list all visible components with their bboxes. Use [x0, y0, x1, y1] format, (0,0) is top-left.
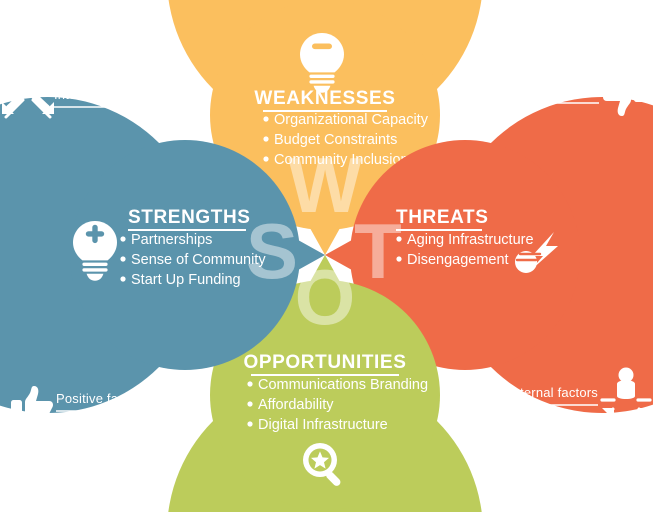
corner-label-text: Positive factors [56, 391, 148, 406]
bullet-dot [396, 256, 402, 262]
petal-item: Budget Constraints [274, 132, 397, 148]
petal-item: Affordability [258, 397, 334, 413]
connector-line-internal [54, 106, 198, 138]
petal-item: Digital Infrastructure [258, 417, 388, 433]
petal-item: Aging Infrastructure [407, 232, 534, 248]
lightbulb-minus-icon [300, 33, 344, 93]
center-letters: W T O S [246, 141, 402, 341]
connector-dot [442, 129, 450, 137]
corner-label-text: Internal factors [54, 87, 143, 102]
petal-item: Organizational Capacity [274, 112, 429, 128]
petal-items-opportunities: Communications Branding Affordability Di… [247, 377, 428, 433]
petal-item: Sense of Community [131, 252, 266, 268]
thumbs-down-icon [603, 80, 645, 116]
petal-item: Disengagement [407, 252, 509, 268]
petal-title-threats: THREATS [396, 207, 489, 228]
petal-opportunities[interactable]: OPPORTUNITIES Communications Branding Af… [167, 255, 483, 512]
center-letter-o: O [295, 253, 356, 341]
center-letter-w: W [288, 141, 362, 229]
connector-dot [193, 133, 201, 141]
bullet-dot [120, 256, 126, 262]
bullet-dot [247, 381, 253, 387]
bullet-dot [120, 276, 126, 282]
petal-threats[interactable]: THREATS Aging Infrastructure Disengageme… [325, 97, 653, 413]
bullet-dot [247, 421, 253, 427]
petal-strengths[interactable]: STRENGTHS Partnerships Sense of Communit… [0, 97, 325, 413]
corner-label-negative[interactable]: Negative factors [442, 80, 645, 137]
corner-label-external[interactable]: External factors [441, 367, 653, 424]
center-letter-t: T [354, 207, 402, 295]
connector-line-positive [56, 380, 200, 412]
magnifier-star-icon [303, 443, 341, 486]
petal-items-threats: Aging Infrastructure Disengagement [396, 232, 534, 268]
corner-label-text: External factors [504, 385, 598, 400]
petal-items-strengths: Partnerships Sense of Community Start Up… [120, 232, 266, 288]
connector-dot [441, 373, 449, 381]
bullet-dot [263, 156, 269, 162]
petal-title-weaknesses: WEAKNESSES [254, 88, 395, 109]
person-arrows-in-icon [598, 367, 653, 424]
thumbs-up-icon [11, 386, 53, 422]
petal-item: Community Inclusion [274, 152, 409, 168]
corner-label-positive[interactable]: Positive factors [11, 377, 203, 422]
bullet-dot [396, 236, 402, 242]
bullet-dot [263, 116, 269, 122]
petal-item: Partnerships [131, 232, 212, 248]
bullet-dot [263, 136, 269, 142]
petal-item: Start Up Funding [131, 272, 241, 288]
connector-line-external [444, 376, 598, 406]
connector-line-negative [445, 102, 599, 134]
meteor-icon [515, 232, 558, 273]
petal-title-opportunities: OPPORTUNITIES [244, 352, 407, 373]
connector-dot [195, 377, 203, 385]
lightbulb-plus-icon [73, 221, 117, 281]
petal-item: Communications Branding [258, 377, 428, 393]
corner-label-internal[interactable]: Internal factors [2, 63, 201, 141]
petal-items-weaknesses: Organizational Capacity Budget Constrain… [263, 112, 429, 168]
center-letter-s: S [246, 207, 298, 295]
corner-label-text: Negative factors [502, 83, 599, 98]
petal-weaknesses[interactable]: WEAKNESSES Organizational Capacity Budge… [167, 0, 483, 255]
person-arrows-out-icon [2, 63, 54, 119]
petal-title-strengths: STRENGTHS [128, 207, 251, 228]
bullet-dot [247, 401, 253, 407]
bullet-dot [120, 236, 126, 242]
